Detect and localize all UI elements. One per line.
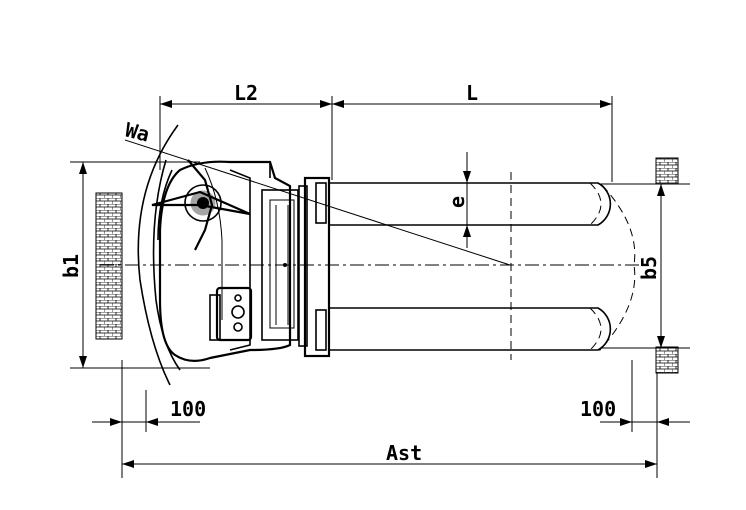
clearance-dimensions — [92, 360, 690, 478]
label-clearance-left: 100 — [170, 397, 206, 421]
label-e: e — [445, 196, 469, 208]
ast-dimension — [122, 460, 657, 468]
steering-tiller — [151, 159, 251, 251]
label-l2: L2 — [234, 81, 258, 105]
b5-dimension — [600, 183, 690, 349]
pallet-left-block — [95, 192, 123, 340]
pallet-right-bottom-block — [655, 346, 679, 374]
pallet-right-top-block — [655, 157, 679, 185]
b1-dimension — [70, 161, 210, 369]
label-ast: Ast — [386, 441, 422, 465]
label-clearance-right: 100 — [580, 397, 616, 421]
fork-carriage — [298, 176, 331, 358]
label-wa: Wa — [123, 118, 152, 147]
label-b1: b1 — [59, 254, 83, 278]
truck-body — [157, 160, 299, 362]
turning-arc-inner — [152, 159, 181, 371]
e-dimension — [463, 152, 471, 248]
top-dimension — [159, 96, 613, 182]
label-l: L — [466, 81, 478, 105]
forks — [330, 172, 636, 360]
wa-radius-line — [124, 139, 511, 266]
label-b5: b5 — [637, 256, 661, 280]
turning-arc-outer — [137, 124, 179, 386]
